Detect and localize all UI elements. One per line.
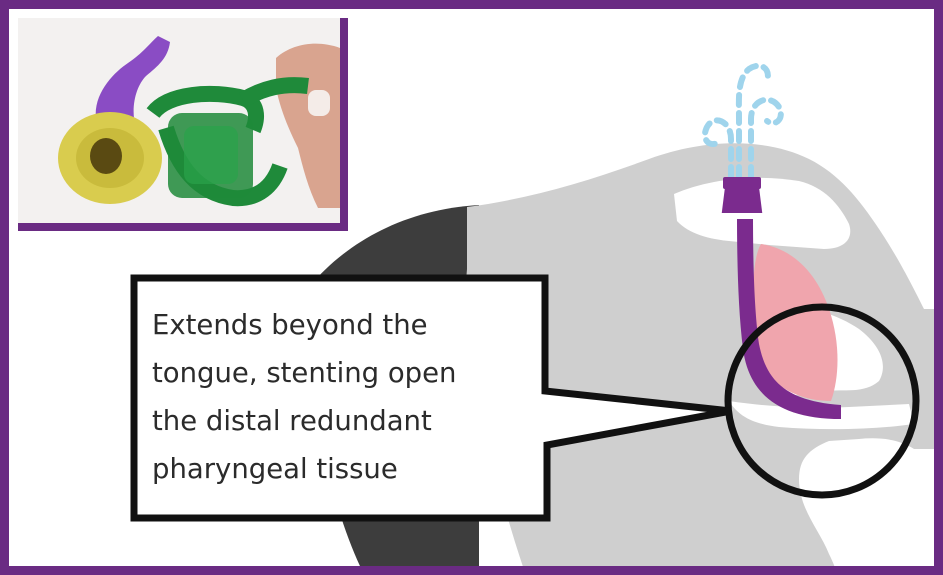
photo-flange-opening <box>90 138 122 174</box>
device-collar <box>717 213 773 219</box>
device-photo-inset <box>18 18 348 231</box>
callout-line-4: pharyngeal tissue <box>152 445 542 493</box>
device-photo <box>18 18 340 223</box>
photo-ring <box>308 90 330 116</box>
callout-text: Extends beyond the tongue, stenting open… <box>152 301 542 493</box>
callout-line-3: the distal redundant <box>152 397 542 445</box>
callout-line-2: tongue, stenting open <box>152 349 542 397</box>
callout-line-1: Extends beyond the <box>152 301 542 349</box>
